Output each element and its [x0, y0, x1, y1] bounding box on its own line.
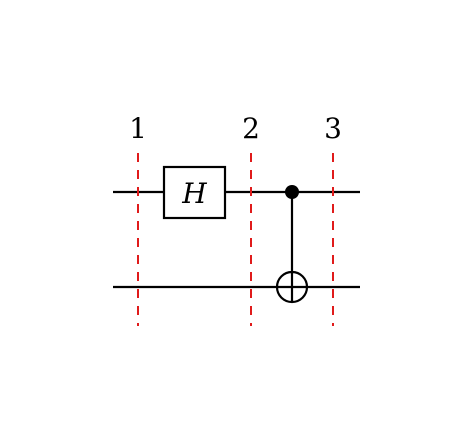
hadamard-gate-label: H — [181, 177, 207, 210]
slice-label-1: 1 — [129, 112, 147, 145]
slice-label-2: 2 — [242, 112, 260, 145]
cnot-control-dot — [285, 185, 299, 199]
hadamard-gate: H — [162, 165, 227, 220]
slice-label-3: 3 — [324, 112, 342, 145]
cnot-gate — [275, 185, 309, 304]
hadamard-gate-box — [162, 165, 227, 220]
